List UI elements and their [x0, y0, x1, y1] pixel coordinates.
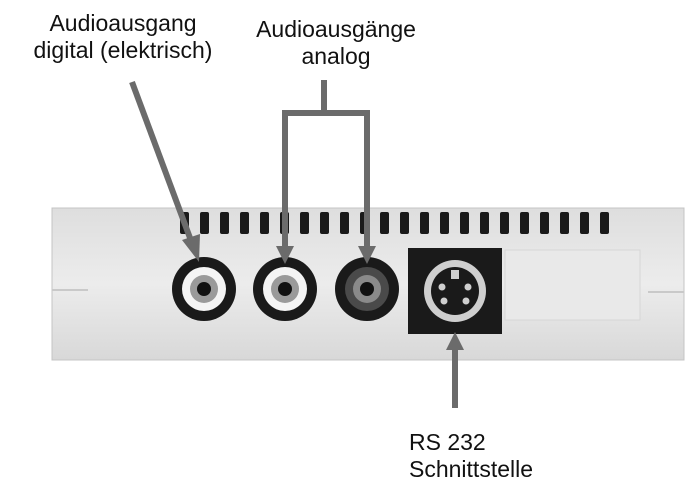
label-digital-audio-output: Audioausgang digital (elektrisch): [8, 10, 238, 64]
label-rs232-interface: RS 232 Schnittstelle: [409, 429, 533, 483]
label-rs232-line2: Schnittstelle: [409, 456, 534, 482]
label-digital-line2: digital (elektrisch): [33, 37, 213, 63]
panel-label-area: [504, 249, 641, 321]
rs232-connector: [408, 248, 502, 334]
rca-jack-analog-right: [335, 257, 399, 321]
arrows: [129, 80, 458, 408]
label-analog-line1: Audioausgänge: [256, 16, 416, 42]
arrowhead-rs232: [446, 332, 464, 350]
label-rs232-line1: RS 232: [409, 429, 486, 455]
arrowhead-digital: [182, 234, 200, 262]
arrow-digital: [129, 80, 196, 248]
arrow-heads: [182, 234, 464, 350]
label-analog-line2: analog: [301, 43, 371, 69]
rca-jack-analog-left: [253, 257, 317, 321]
arrowhead-analog-left: [276, 246, 294, 264]
label-analog-audio-outputs: Audioausgänge analog: [230, 16, 442, 70]
rca-jack-digital: [172, 257, 236, 321]
arrowhead-analog-right: [358, 246, 376, 264]
label-digital-line1: Audioausgang: [49, 10, 197, 36]
